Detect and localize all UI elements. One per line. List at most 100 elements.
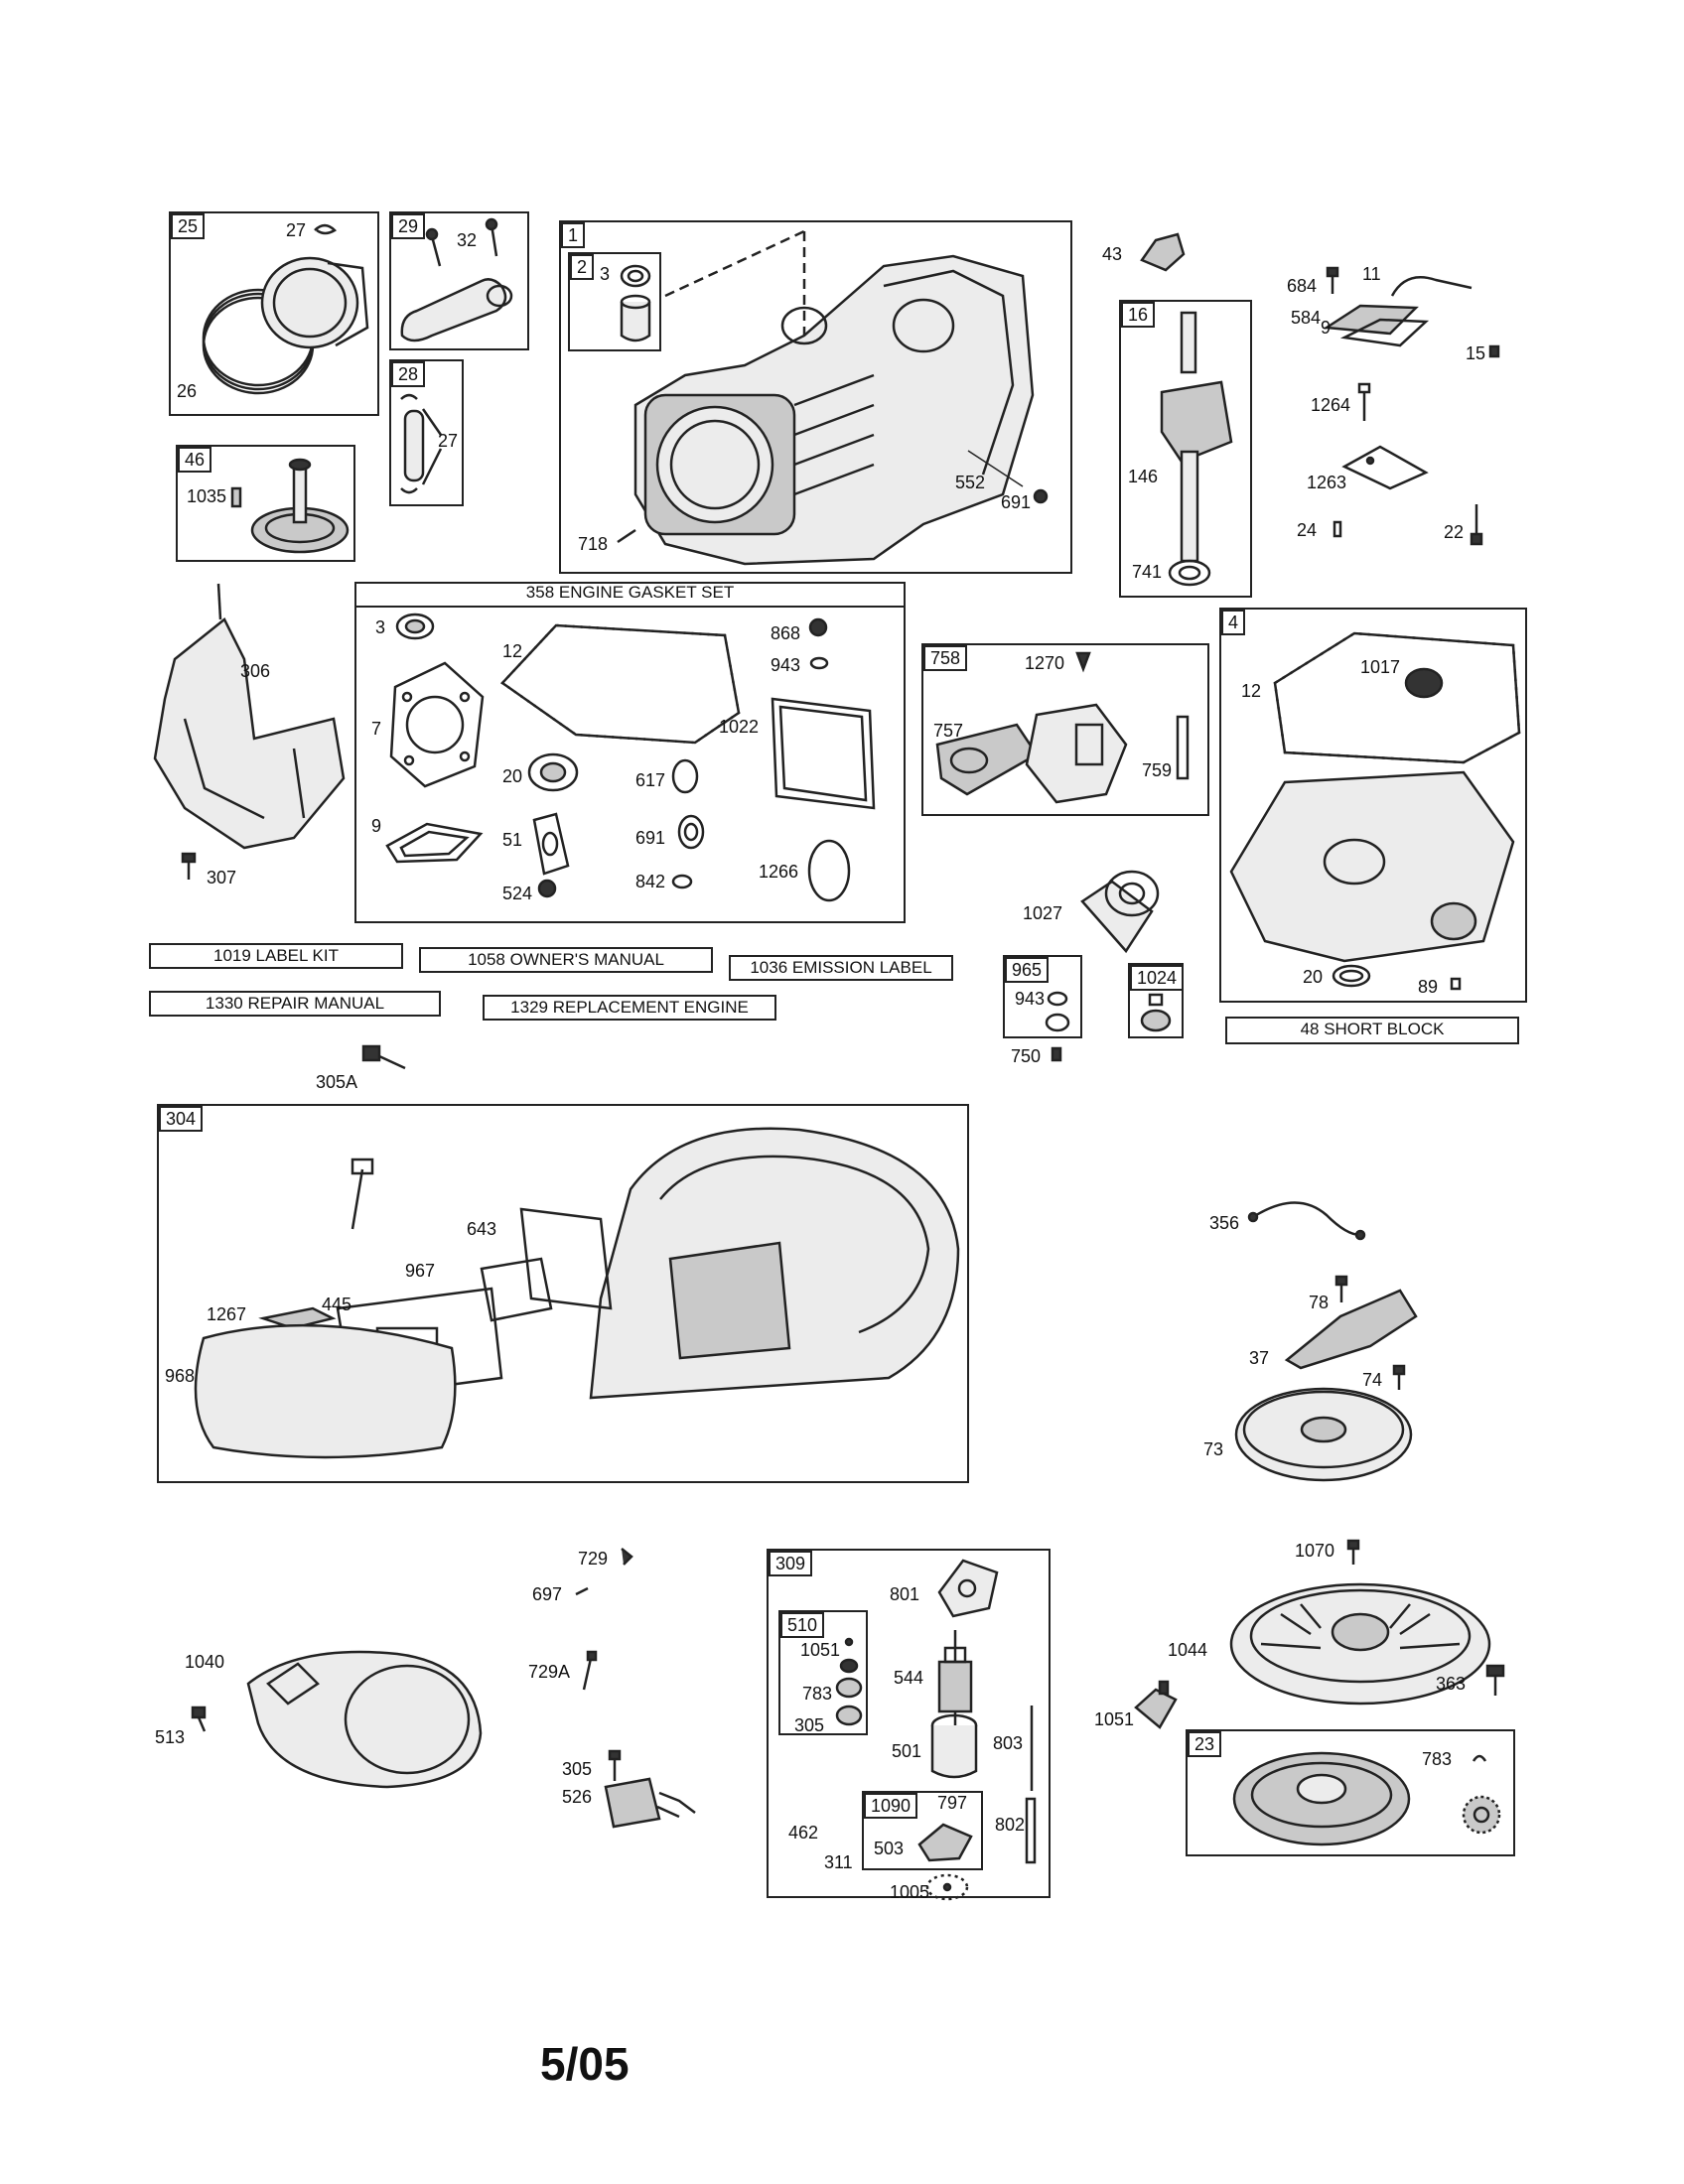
- part-label-759: 759: [1142, 760, 1173, 780]
- group-box-46: [176, 445, 355, 562]
- screw-icon: [1357, 382, 1371, 421]
- part-label-32: 32: [457, 230, 478, 250]
- part-label-20: 20: [502, 766, 523, 786]
- brush-assembly-illustration: [917, 1823, 973, 1862]
- part-label-544: 544: [894, 1668, 924, 1688]
- screw-78-icon: [1334, 1275, 1348, 1302]
- part-label-1051: 1051: [800, 1640, 841, 1660]
- head-gasket-illustration: [389, 661, 485, 788]
- part-label-943: 943: [771, 655, 801, 675]
- valve-cover-gasket-illustration: [771, 697, 876, 810]
- part-label-1267: 1267: [207, 1304, 247, 1324]
- group-box-758: [921, 643, 1209, 816]
- part-label-967: 967: [405, 1261, 436, 1281]
- part-label-584: 584: [1291, 308, 1322, 328]
- through-bolt-310-icon: [1030, 1706, 1034, 1791]
- group-box-16: [1119, 300, 1252, 598]
- group-tag-510: 510: [780, 1612, 825, 1638]
- part-label-3: 3: [600, 264, 611, 284]
- drain-plug-1024-icon: [1140, 993, 1172, 1032]
- cap-868-icon: [808, 617, 828, 637]
- part-label-797: 503: [874, 1839, 905, 1858]
- group-box-23: [1186, 1729, 1515, 1856]
- bolt-icon: [1326, 266, 1339, 294]
- part-label-643: 643: [467, 1219, 497, 1239]
- nut-icon: [1033, 488, 1049, 504]
- group-box-309: [767, 1549, 1051, 1898]
- dowel-pin-icon: [617, 528, 636, 544]
- ring-gear-illustration: [1232, 1751, 1411, 1846]
- part-label-307: 307: [207, 868, 237, 887]
- revision-date: 5/05: [540, 2038, 630, 2090]
- group-box-29: [389, 211, 529, 350]
- part-label-801: 801: [890, 1584, 920, 1604]
- group-tag-1090: 1090: [864, 1793, 918, 1819]
- o-ring-943-icon: [809, 656, 829, 670]
- part-label-968: 968: [165, 1366, 196, 1386]
- seal-20-icon: [527, 752, 579, 792]
- part-label-462: 311: [824, 1852, 853, 1872]
- screw-526-icon: [608, 1749, 622, 1781]
- cylinder-shroud-illustration: [153, 583, 346, 850]
- part-label-89: 89: [1418, 977, 1439, 997]
- piston-rings-illustration: [202, 256, 369, 395]
- part-label-803: 501: [892, 1741, 922, 1761]
- part-label-9: 9: [1321, 318, 1332, 338]
- label-kit-bar: 1019 LABEL KIT: [149, 943, 403, 969]
- bracket-503-icon: [1025, 1797, 1037, 1864]
- part-label-146: 146: [1128, 467, 1159, 486]
- governor-gear-illustration: [230, 458, 350, 554]
- cylinder-block-illustration: [633, 229, 1035, 566]
- part-label-1266: 1266: [759, 862, 799, 882]
- part-label-684: 684: [1287, 276, 1318, 296]
- part-label-1264: 1264: [1311, 395, 1351, 415]
- clip-697-icon: [575, 1586, 589, 1596]
- group-box-25: [169, 211, 379, 416]
- part-label-78: 78: [1309, 1293, 1330, 1312]
- part-label-3-seal: 3: [375, 617, 386, 637]
- pin-759-icon: [1176, 715, 1190, 780]
- part-label-12-sump: 12: [1241, 681, 1262, 701]
- oil-filter-illustration: [1080, 870, 1160, 954]
- o-ring-842-icon: [671, 874, 693, 889]
- group-tag-965: 965: [1005, 957, 1050, 983]
- group-tag-309: 309: [769, 1551, 813, 1576]
- screw-729a-icon: [582, 1650, 598, 1691]
- part-label-1027: 1027: [1023, 903, 1063, 923]
- part-label-503: 802: [995, 1815, 1026, 1835]
- part-label-15: 15: [1466, 343, 1486, 363]
- starter-drive-illustration: [835, 1637, 863, 1726]
- part-label-356: 356: [1209, 1213, 1240, 1233]
- part-label-1040: 1040: [185, 1652, 225, 1672]
- bracket-clip-illustration: [1140, 232, 1186, 272]
- part-label-868: 868: [771, 623, 801, 643]
- clip-icon: [314, 223, 338, 235]
- part-label-1263: 1263: [1307, 473, 1347, 492]
- regulator-501-illustration: [604, 1777, 696, 1829]
- part-label-306: 306: [240, 661, 271, 681]
- part-label-7: 7: [371, 719, 382, 739]
- group-box-1090: [862, 1791, 983, 1870]
- gasket-set-box: [354, 582, 906, 923]
- part-label-24: 24: [1297, 520, 1318, 540]
- breather-tube-illustration: [1390, 276, 1473, 297]
- part-label-501: 526: [562, 1787, 593, 1807]
- crankcase-gasket-illustration: [500, 623, 741, 745]
- housing-803-illustration: [930, 1713, 978, 1779]
- seal-691-icon: [677, 814, 705, 850]
- gasket-set-title: 358 ENGINE GASKET SET: [354, 582, 906, 608]
- group-tag-29: 29: [391, 213, 426, 239]
- part-label-305a: 305A: [316, 1072, 358, 1092]
- group-box-510: [778, 1610, 868, 1735]
- part-label-22: 22: [1444, 522, 1465, 542]
- blower-housing-illustration: [194, 1127, 960, 1459]
- part-label-74: 74: [1362, 1370, 1383, 1390]
- part-label-12-gasket: 12: [502, 641, 523, 661]
- part-label-943-dip: 943: [1015, 989, 1046, 1009]
- part-label-617: 617: [635, 770, 666, 790]
- part-label-783: 783: [802, 1684, 833, 1704]
- bolt-305a-icon: [361, 1044, 406, 1070]
- part-label-1051-23: 783: [1422, 1749, 1453, 1769]
- part-label-552: 552: [955, 473, 986, 492]
- group-box-2: [568, 252, 661, 351]
